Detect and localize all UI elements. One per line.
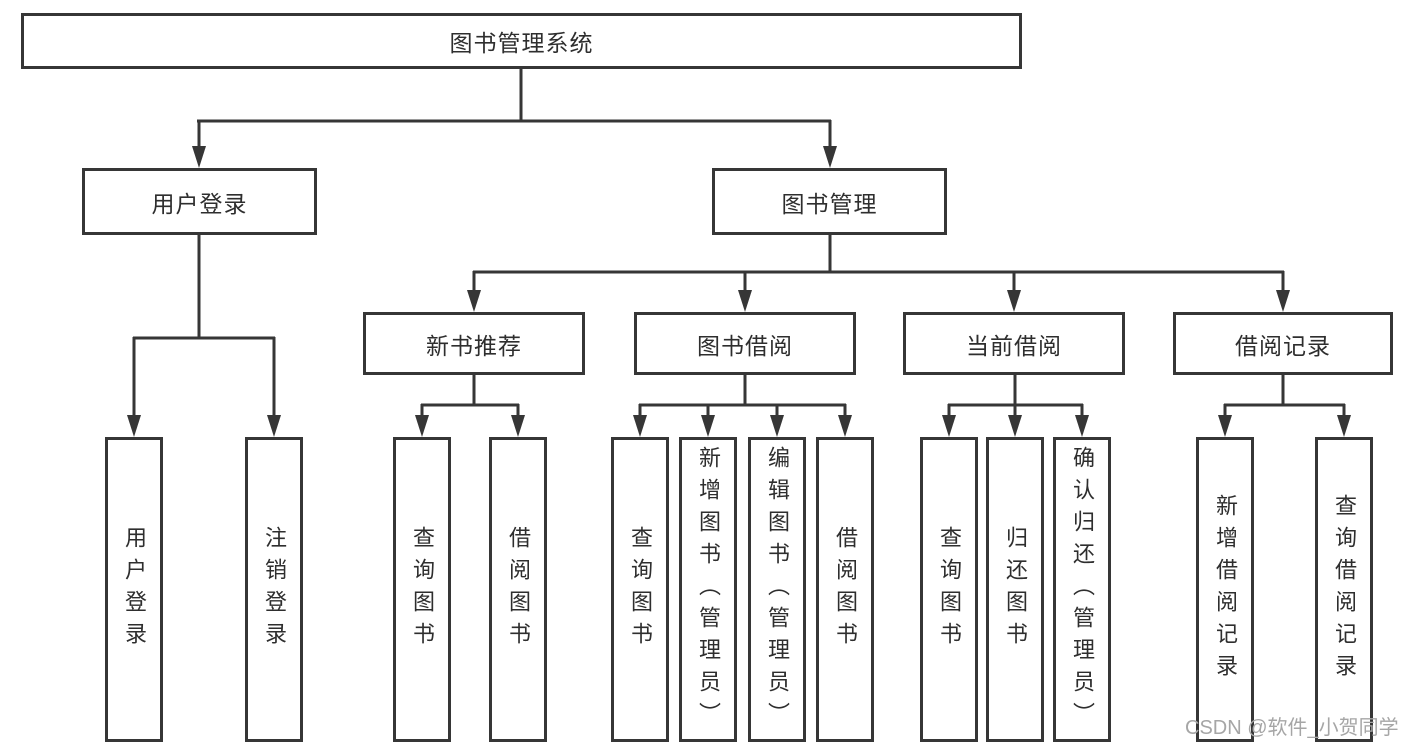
node-root: 图书管理系统 — [21, 13, 1022, 69]
leaf-add-borrow-record: 新增借阅记录 — [1196, 437, 1254, 742]
node-book-borrow: 图书借阅 — [634, 312, 856, 375]
csdn-watermark: CSDN @软件_小贺同学 — [1185, 717, 1399, 739]
leaf-edit-book-admin: 编辑图书（管理员） — [748, 437, 806, 742]
leaf-confirm-return-admin-label: 确认归还（管理员） — [1070, 445, 1095, 734]
leaf-return-book: 归还图书 — [986, 437, 1044, 742]
leaf-add-book-admin-label: 新增图书（管理员） — [696, 445, 721, 734]
node-new-book-recommend-label: 新书推荐 — [426, 332, 522, 359]
leaf-borrow-book-label: 借阅图书 — [833, 525, 858, 654]
leaf-query-book-borrow-label: 查询图书 — [628, 525, 653, 654]
node-book-management-label: 图书管理 — [781, 190, 878, 217]
node-book-management: 图书管理 — [712, 168, 947, 235]
leaf-borrow-book-recommend: 借阅图书 — [489, 437, 547, 742]
leaf-query-book-current: 查询图书 — [920, 437, 978, 742]
leaf-borrow-book-recommend-label: 借阅图书 — [506, 525, 531, 654]
leaf-add-book-admin: 新增图书（管理员） — [679, 437, 737, 742]
node-borrow-records-label: 借阅记录 — [1235, 332, 1331, 359]
node-new-book-recommend: 新书推荐 — [363, 312, 585, 375]
leaf-user-login: 用户登录 — [105, 437, 163, 742]
leaf-add-borrow-record-label: 新增借阅记录 — [1213, 493, 1238, 686]
node-user-login-label: 用户登录 — [151, 190, 248, 217]
leaf-return-book-label: 归还图书 — [1003, 525, 1028, 654]
node-current-borrow: 当前借阅 — [903, 312, 1125, 375]
leaf-user-login-label: 用户登录 — [122, 525, 147, 654]
leaf-query-book-recommend: 查询图书 — [393, 437, 451, 742]
leaf-logout-label: 注销登录 — [262, 525, 287, 654]
node-book-borrow-label: 图书借阅 — [697, 332, 793, 359]
node-user-login: 用户登录 — [82, 168, 317, 235]
node-borrow-records: 借阅记录 — [1173, 312, 1393, 375]
leaf-logout: 注销登录 — [245, 437, 303, 742]
leaf-query-book-current-label: 查询图书 — [937, 525, 962, 654]
node-root-label: 图书管理系统 — [449, 30, 594, 56]
leaf-query-book-recommend-label: 查询图书 — [410, 525, 435, 654]
leaf-confirm-return-admin: 确认归还（管理员） — [1053, 437, 1111, 742]
node-current-borrow-label: 当前借阅 — [966, 332, 1062, 359]
leaf-query-borrow-record-label: 查询借阅记录 — [1332, 493, 1357, 686]
leaf-query-book-borrow: 查询图书 — [611, 437, 669, 742]
leaf-borrow-book: 借阅图书 — [816, 437, 874, 742]
leaf-edit-book-admin-label: 编辑图书（管理员） — [765, 445, 790, 734]
leaf-query-borrow-record: 查询借阅记录 — [1315, 437, 1373, 742]
